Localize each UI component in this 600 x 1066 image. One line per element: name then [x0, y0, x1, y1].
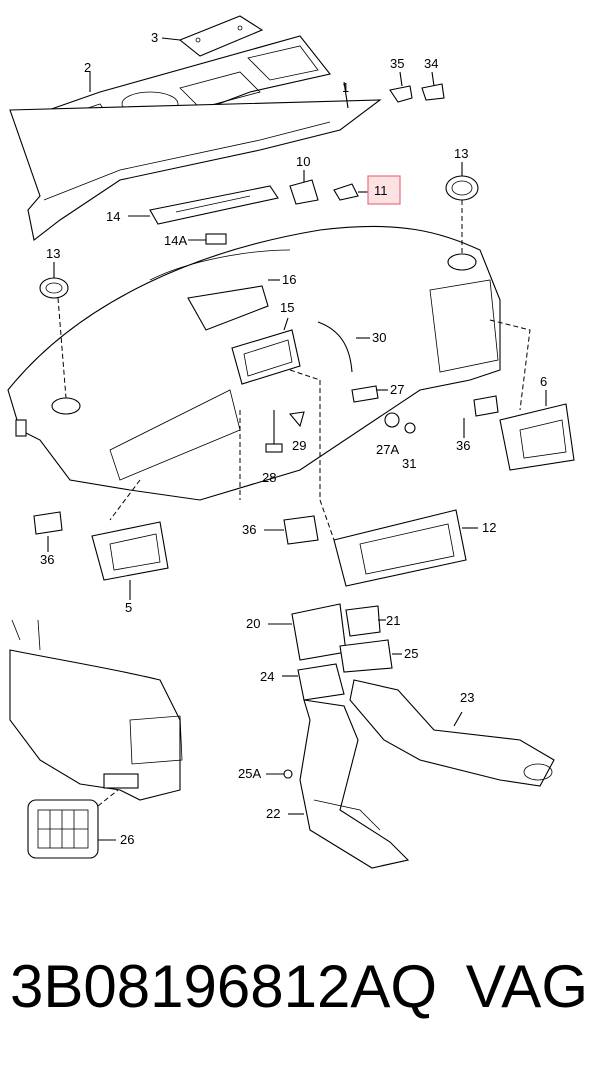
label-21: 21 [386, 613, 400, 628]
part-5-vent [91, 521, 169, 600]
part-12-vent [333, 509, 478, 587]
label-3: 3 [151, 30, 158, 45]
label-34: 34 [424, 56, 438, 71]
label-23: 23 [460, 690, 474, 705]
part-31 [404, 422, 416, 434]
label-6: 6 [540, 374, 547, 389]
part-30 [317, 321, 370, 373]
label-2: 2 [84, 60, 91, 75]
dashed-guide-5 [109, 479, 141, 521]
label-13-left: 13 [46, 246, 60, 261]
parts-diagram: 3 2 1 35 34 13 10 11 14 14A 13 16 15 30 … [7, 15, 575, 869]
part-22-duct [288, 699, 410, 869]
label-22: 22 [266, 806, 280, 821]
part-14a [188, 233, 227, 245]
part-10 [289, 170, 319, 205]
label-5: 5 [125, 600, 132, 615]
part-21 [345, 605, 386, 637]
part-26-grille [27, 799, 116, 859]
part-25a [266, 769, 293, 779]
label-27a: 27A [376, 442, 399, 457]
part-20 [268, 603, 347, 661]
label-16: 16 [282, 272, 296, 287]
part-23-duct [349, 679, 555, 787]
label-35: 35 [390, 56, 404, 71]
label-31: 31 [402, 456, 416, 471]
part-1-trim [9, 81, 382, 241]
label-15: 15 [280, 300, 294, 315]
label-10: 10 [296, 154, 310, 169]
label-13-right: 13 [454, 146, 468, 161]
part-14 [128, 185, 279, 225]
part-3-plate [161, 15, 264, 57]
label-1: 1 [342, 80, 349, 95]
label-11: 11 [374, 183, 388, 198]
rear-car-section [9, 619, 183, 801]
label-20: 20 [246, 616, 260, 631]
part-27 [351, 385, 388, 403]
label-30: 30 [372, 330, 386, 345]
label-14: 14 [106, 209, 120, 224]
part-13-vent-left [39, 262, 69, 399]
label-12: 12 [482, 520, 496, 535]
part-16 [187, 279, 280, 331]
part-24 [282, 663, 345, 701]
part-6-vent [499, 390, 575, 471]
part-25 [339, 639, 402, 673]
part-36-connector-left [33, 511, 63, 552]
part-36-connector-right [463, 395, 499, 438]
part-34 [421, 71, 445, 101]
label-29: 29 [292, 438, 306, 453]
part-36-connector-center [264, 515, 319, 545]
label-28: 28 [262, 470, 276, 485]
dashed-guide-6 [489, 319, 531, 411]
label-27: 27 [390, 382, 404, 397]
part-number: 3B08196812AQ [10, 953, 438, 1020]
label-26: 26 [120, 832, 134, 847]
dashboard-body [7, 225, 501, 501]
label-36-right: 36 [456, 438, 470, 453]
part-28 [265, 410, 283, 453]
label-24: 24 [260, 669, 274, 684]
part-15 [231, 317, 321, 385]
dashed-guide-26 [97, 789, 119, 807]
label-36-center: 36 [242, 522, 256, 537]
part-29 [288, 411, 305, 428]
label-25: 25 [404, 646, 418, 661]
part-27a [384, 412, 400, 428]
brand-name: VAG [465, 953, 588, 1020]
label-36-left: 36 [40, 552, 54, 567]
part-35 [389, 71, 413, 103]
part-13-vent-right [445, 162, 479, 262]
part-11 [333, 175, 401, 205]
dashed-guide-12 [319, 499, 335, 541]
label-14a: 14A [164, 233, 187, 248]
label-25a: 25A [238, 766, 261, 781]
